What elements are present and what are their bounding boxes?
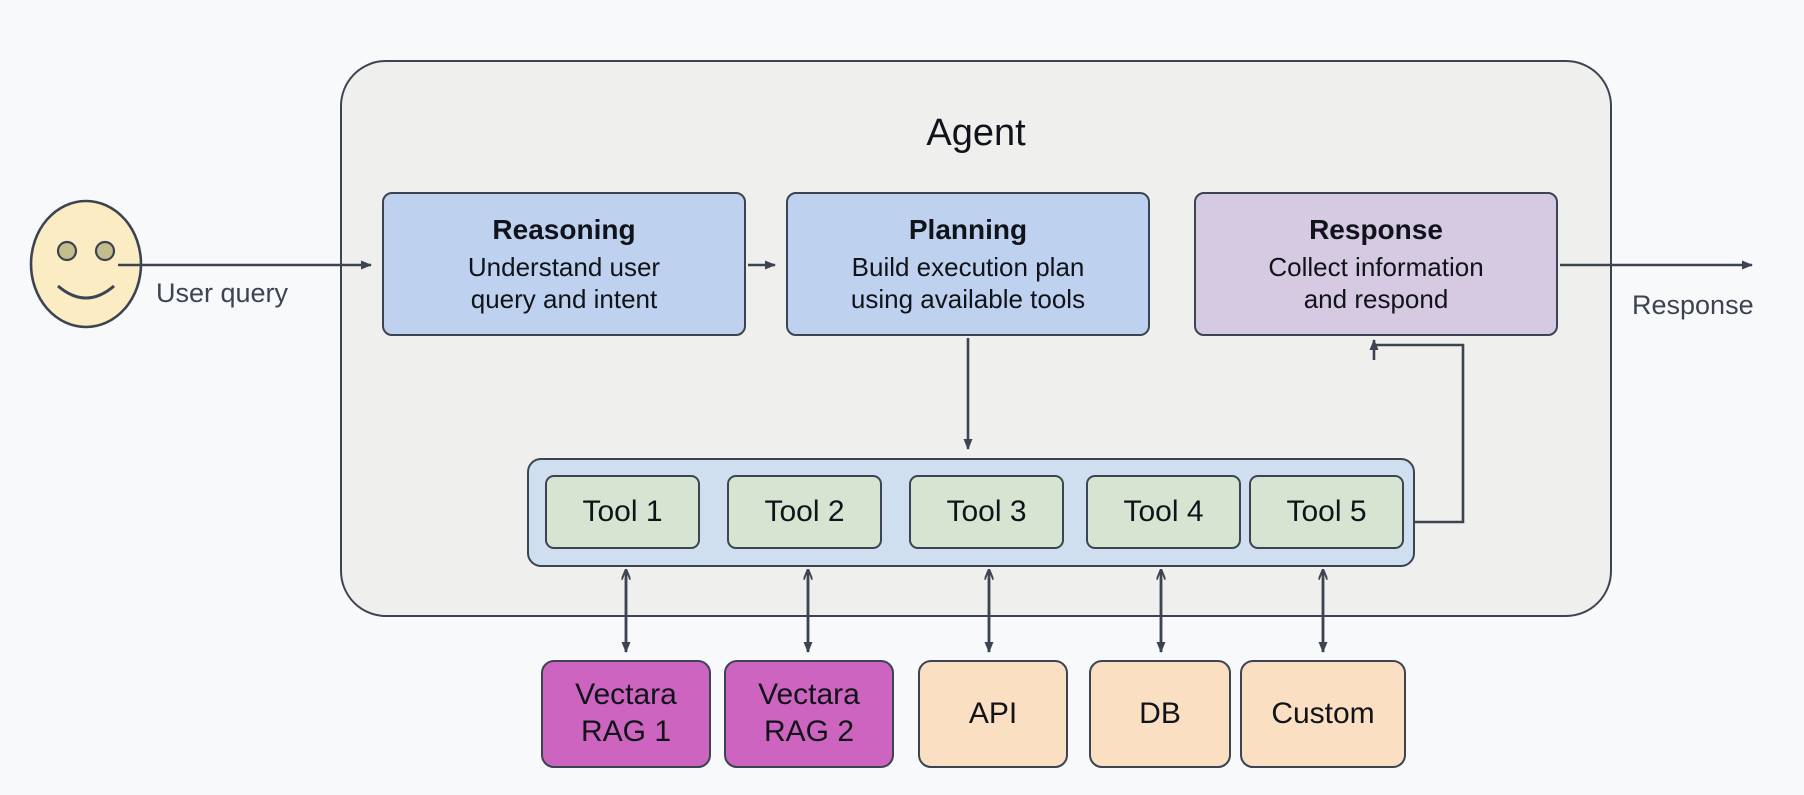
source-box-vectara-rag-2[interactable]: Vectara RAG 2	[724, 660, 894, 768]
source-label-vectara-rag-2-line2: RAG 2	[763, 715, 855, 748]
tool-label-4: Tool 4	[1123, 494, 1204, 528]
stage-box-reasoning[interactable]: Reasoning Understand user query and inte…	[382, 192, 746, 336]
source-label-vectara-rag-1-line1: Vectara	[575, 678, 677, 712]
tool-box-4[interactable]: Tool 4	[1086, 475, 1241, 549]
source-label-db: DB	[1139, 696, 1181, 730]
stage-desc-response-line2: and respond	[1303, 283, 1449, 314]
user-smiley-face-icon	[29, 199, 143, 329]
stage-box-response[interactable]: Response Collect information and respond	[1194, 192, 1558, 336]
stage-desc-planning-line1: Build execution plan	[851, 251, 1085, 282]
stage-title-reasoning: Reasoning	[492, 213, 636, 245]
edge-label-user-query: User query	[156, 278, 289, 308]
stage-desc-reasoning-line2: query and intent	[470, 283, 658, 314]
tool-box-3[interactable]: Tool 3	[909, 475, 1064, 549]
source-box-custom[interactable]: Custom	[1240, 660, 1406, 768]
tool-label-1: Tool 1	[582, 494, 663, 528]
source-label-vectara-rag-2-line1: Vectara	[758, 678, 860, 712]
agent-title: Agent	[926, 112, 1026, 154]
stage-title-planning: Planning	[908, 213, 1028, 245]
stage-desc-planning-line2: using available tools	[850, 283, 1086, 314]
source-label-api: API	[968, 696, 1018, 730]
stage-desc-response-line1: Collect information	[1268, 251, 1484, 282]
source-box-api[interactable]: API	[918, 660, 1068, 768]
stage-box-planning[interactable]: Planning Build execution plan using avai…	[786, 192, 1150, 336]
tool-box-1[interactable]: Tool 1	[545, 475, 700, 549]
stage-desc-reasoning-line1: Understand user	[467, 251, 661, 282]
source-label-custom: Custom	[1271, 696, 1375, 730]
edge-label-response: Response	[1632, 290, 1754, 320]
tool-box-2[interactable]: Tool 2	[727, 475, 882, 549]
source-box-db[interactable]: DB	[1089, 660, 1231, 768]
tool-label-2: Tool 2	[764, 494, 845, 528]
tool-box-5[interactable]: Tool 5	[1249, 475, 1404, 549]
tool-label-3: Tool 3	[946, 494, 1027, 528]
source-label-vectara-rag-1-line2: RAG 1	[580, 715, 672, 748]
stage-title-response: Response	[1309, 213, 1443, 245]
source-box-vectara-rag-1[interactable]: Vectara RAG 1	[541, 660, 711, 768]
tool-label-5: Tool 5	[1286, 494, 1367, 528]
